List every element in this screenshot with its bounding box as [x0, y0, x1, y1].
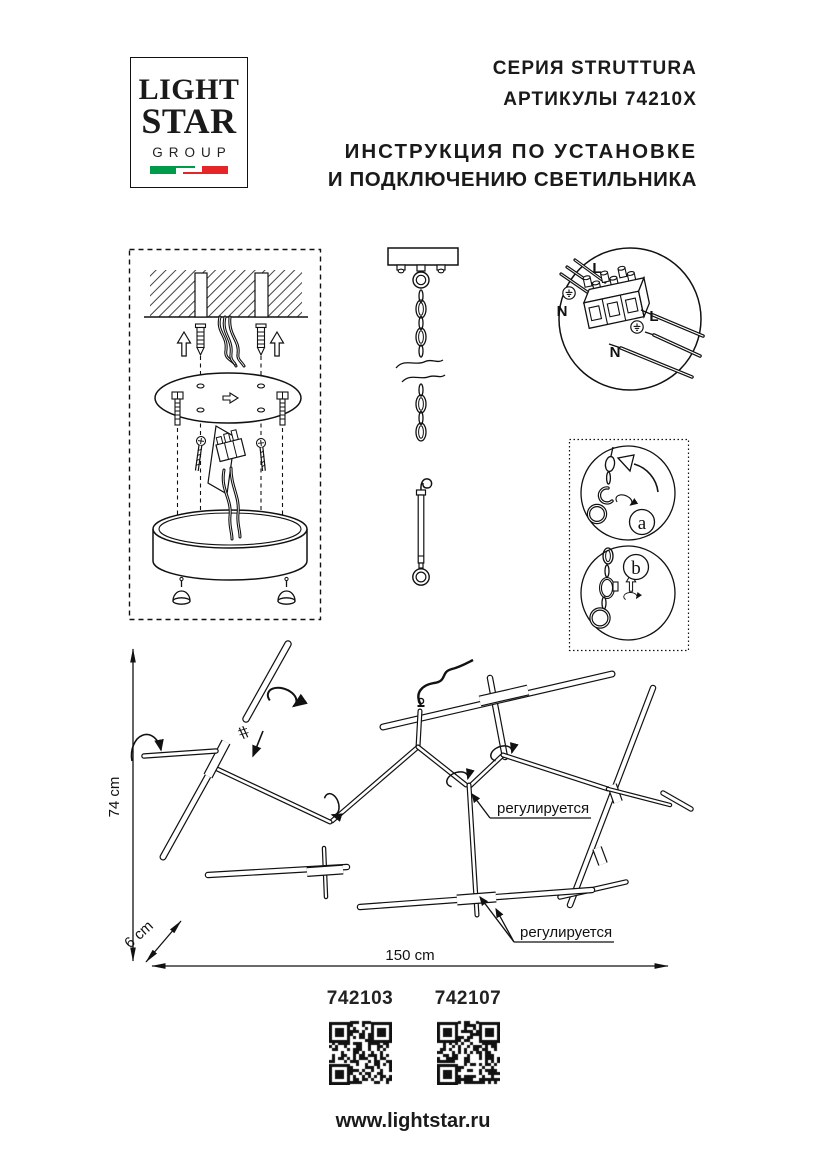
- canopy-wires: [221, 466, 242, 541]
- lightstar-logo: LIGHT STAR GROUP: [130, 57, 248, 188]
- mounting-plate: [154, 372, 302, 424]
- assembly-arrows: [130, 684, 513, 816]
- supply-wires: [608, 309, 705, 379]
- insert-arrow-icon: [176, 331, 192, 357]
- article-series: АРТИКУЛЫ 74210X: [503, 89, 697, 110]
- ceiling-bracket: [387, 247, 459, 289]
- terminal-live-label: L: [592, 260, 601, 277]
- height-label: 74 cm: [106, 777, 123, 818]
- chandelier: [141, 640, 694, 918]
- step-b-label: b: [631, 558, 641, 579]
- rotate-arrow: [633, 463, 659, 493]
- article-742107: 742107: [423, 988, 513, 1085]
- dimension-width: 150 cm: [151, 947, 669, 969]
- suspension-rod: [412, 478, 433, 586]
- qr-code: [436, 1019, 500, 1085]
- adjustable-annotation-1: регулируется: [471, 792, 591, 819]
- mounting-diagram: [128, 248, 322, 621]
- dimension-tube: 6 cm: [121, 917, 182, 963]
- wiring-detail: L N L N: [557, 247, 705, 391]
- italian-flag-bar: [150, 166, 228, 174]
- wall-anchor: [194, 323, 207, 357]
- article-code: 742103: [326, 988, 394, 1009]
- mount-screw: [276, 391, 289, 426]
- chain: [395, 289, 446, 442]
- width-label: 150 cm: [385, 947, 434, 964]
- article-code: 742107: [434, 988, 502, 1009]
- dimension-height: 74 cm: [106, 648, 136, 962]
- chain-detail-box: a b: [568, 438, 690, 652]
- terminal-block: [582, 265, 651, 330]
- arrowhead-icon: [616, 454, 635, 473]
- wall-anchor: [255, 323, 267, 357]
- logo-word-star: STAR: [141, 101, 237, 141]
- tapping-screw: [194, 435, 207, 471]
- alignment-lines: [176, 356, 284, 520]
- detail-a: a: [580, 445, 676, 541]
- adjustable-annotation-2: регулируется: [479, 895, 614, 943]
- terminal-neutral-label: N: [557, 303, 568, 320]
- tube-label: 6 cm: [121, 917, 157, 951]
- wire-live-label: L: [649, 308, 658, 325]
- wire-neutral-label: N: [610, 344, 621, 361]
- structure-diagram: 74 cm 150 cm 6 cm: [106, 640, 694, 969]
- tapping-screw: [255, 437, 267, 472]
- mount-screw: [171, 391, 184, 426]
- cap-nut: [172, 576, 191, 605]
- terminal-bracket: [207, 425, 247, 495]
- ceiling-wires: [217, 315, 246, 368]
- website-url: www.lightstar.ru: [335, 1110, 491, 1132]
- step-a-label: a: [638, 513, 647, 534]
- document-title: ИНСТРУКЦИЯ ПО УСТАНОВКЕ И ПОДКЛЮЧЕНИЮ СВ…: [327, 140, 697, 191]
- cap-nut: [277, 576, 296, 605]
- ceiling-hatch: [144, 270, 308, 318]
- earth-symbol-icon: [562, 286, 576, 300]
- insert-arrow-icon: [269, 331, 285, 357]
- qr-code: [328, 1019, 392, 1085]
- logo-word-light: LIGHT: [138, 73, 240, 106]
- earth-symbol-icon: [630, 320, 644, 334]
- supply-cord: [417, 658, 474, 707]
- header-text: СЕРИЯ STRUTTURA АРТИКУЛЫ 74210X ИНСТРУКЦ…: [328, 53, 697, 194]
- article-742103: 742103: [315, 988, 405, 1085]
- logo-word-group: GROUP: [152, 145, 232, 160]
- detail-b: b: [580, 545, 676, 641]
- direction-arrow-icon: [222, 392, 240, 404]
- suspension-diagram: [387, 247, 459, 586]
- adjustable-label-2: регулируется: [520, 924, 612, 941]
- series-name: СЕРИЯ STRUTTURA: [492, 58, 697, 79]
- adjustable-label-1: регулируется: [497, 800, 589, 817]
